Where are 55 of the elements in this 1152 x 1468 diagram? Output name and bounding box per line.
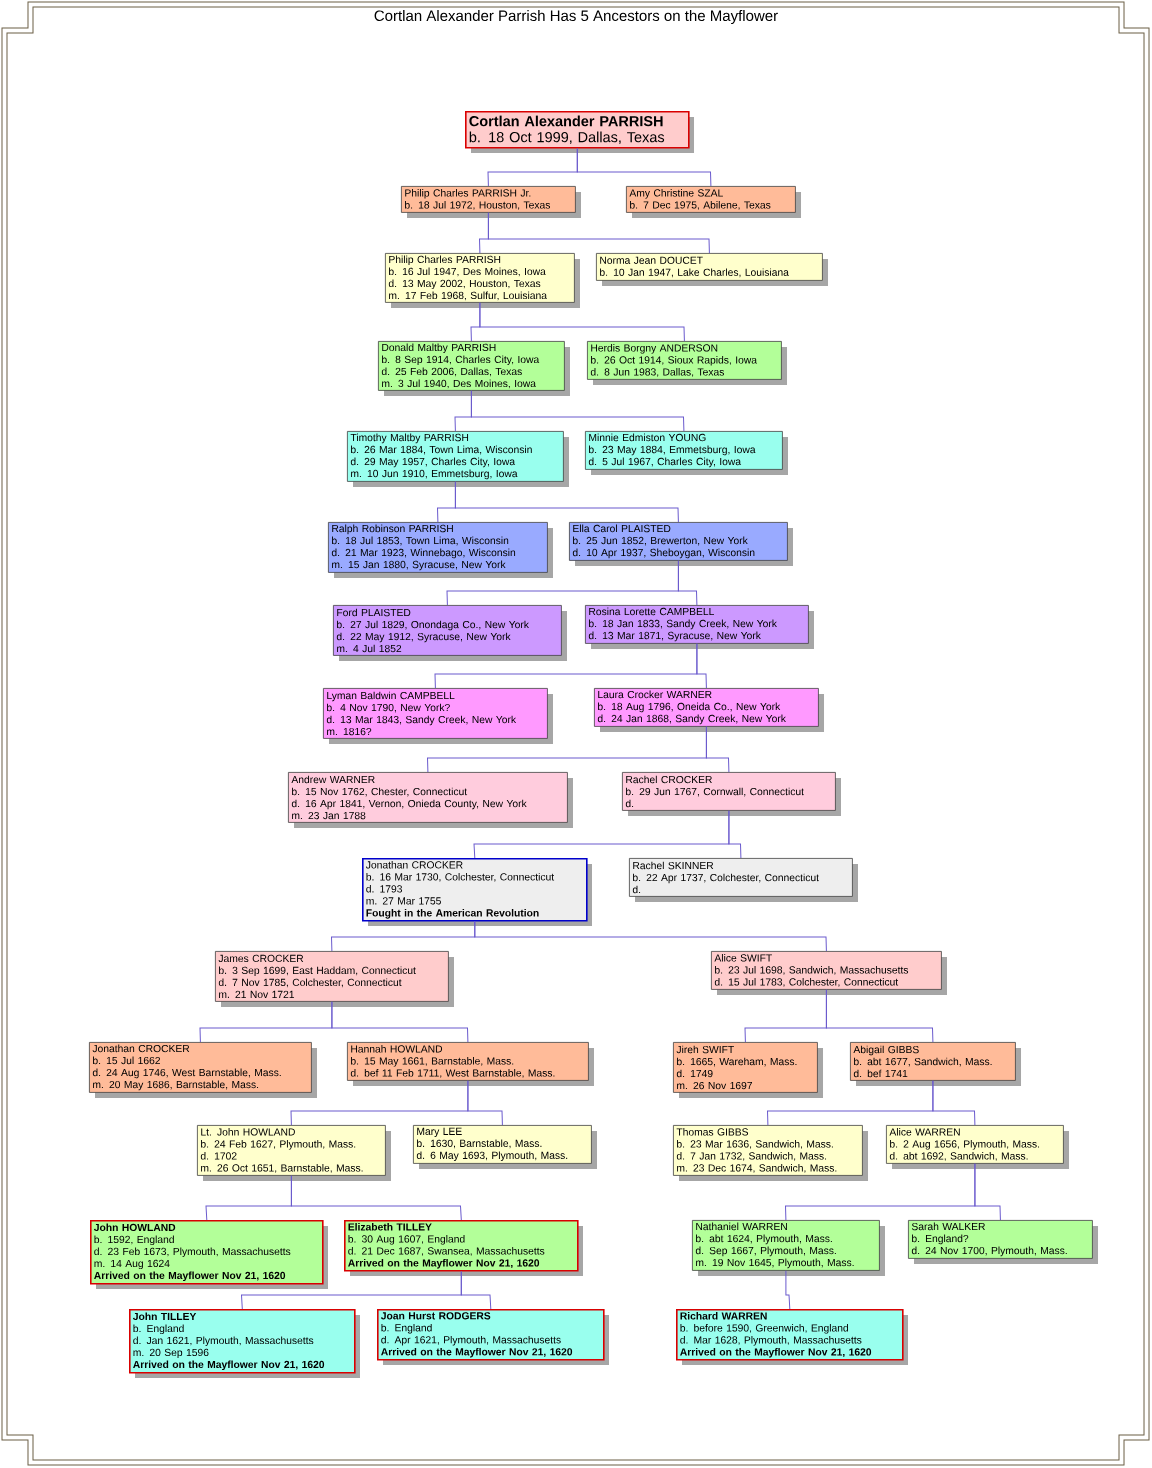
person-box: Jonathan CROCKER b. 15 Jul 1662 d. 24 Aug 1746, West Barnstable, Mass. m. 20 May 1686, Barnstable, Mass. — [89, 1042, 317, 1098]
person-box: Norma Jean DOUCET b. 10 Jan 1947, Lake Charles, Louisiana — [596, 253, 828, 286]
person-box: Ford PLAISTED b. 27 Jul 1829, Onondaga Co., New York d. 22 May 1912, Syracuse, New York m. 4 Jul 1852 — [333, 605, 567, 661]
connector-line — [974, 1163, 1001, 1221]
person-box: John TILLEY b. England d. Jan 1621, Plymouth, Massachusetts m. 20 Sep 1596 Arrived on the Mayflower Nov 21, 1620 — [129, 1309, 360, 1378]
connector-line — [576, 148, 712, 187]
connector-line — [290, 1175, 462, 1221]
person-box: Sarah WALKER b. England? d. 24 Nov 1700, Plymouth, Mass. — [908, 1220, 1098, 1264]
person-box: Timothy Maltby PARRISH b. 26 Mar 1884, Town Lima, Wisconsin d. 29 May 1957, Charles City, Iowa m. 10 Jun 1910, Emmetsburg, Iowa — [347, 431, 569, 487]
person-box: Philip Charles PARRISH b. 16 Jul 1947, Des Moines, Iowa d. 13 May 2002, Houston, Texas m. 17 Feb 1968, Sulfur, Louisiana — [385, 253, 580, 308]
connector-line — [487, 212, 710, 254]
person-box: Elizabeth TILLEY b. 30 Aug 1607, England d. 21 Dec 1687, Swansea, Massachusetts Arrived on the Mayflower Nov 21, 1620 — [344, 1220, 583, 1276]
person-box: Thomas GIBBS b. 23 Mar 1636, Sandwich, Mass. d. 7 Jan 1732, Sandwich, Mass. m. 23 Dec 1674, Sandwich, Mass. — [673, 1125, 868, 1181]
person-box: Philip Charles PARRISH Jr. b. 18 Jul 1972, Houston, Texas — [401, 186, 581, 218]
person-box: John HOWLAND b. 1592, England d. 23 Feb 1673, Plymouth, Massachusetts m. 14 Aug 1624 Arrived on the Mayflower Nov 21, 1620 — [90, 1220, 328, 1289]
person-box: Andrew WARNER b. 15 Nov 1762, Chester, Connecticut d. 16 Apr 1841, Vernon, Onieda County, New York m. 23 Jan 1788 — [288, 772, 573, 828]
person-box: Donald Maltby PARRISH b. 8 Sep 1914, Charles City, Iowa d. 25 Feb 2006, Dallas, Texas m. 3 Jul 1940, Des Moines, Iowa — [378, 341, 570, 396]
person-box: Lyman Baldwin CAMPBELL b. 4 Nov 1790, New York? d. 13 Mar 1843, Sandy Creek, New York m. 1816? — [323, 688, 553, 744]
person-box: Laura Crocker WARNER b. 18 Aug 1796, Oneida Co., New York d. 24 Jan 1868, Sandy Creek, New York — [594, 688, 824, 732]
connector-line — [825, 989, 934, 1043]
person-box: Minnie Edmiston YOUNG b. 23 May 1884, Emmetsburg, Iowa d. 5 Jul 1967, Charles City, Iowa — [585, 431, 788, 475]
person-box: Rachel SKINNER b. 22 Apr 1737, Colchester, Connecticut d. — [629, 858, 858, 902]
person-box: Lt. John HOWLAND b. 24 Feb 1627, Plymouth, Mass. d. 1702 m. 26 Oct 1651, Barnstable, Mass. — [197, 1125, 391, 1181]
person-box: Rachel CROCKER b. 29 Jun 1767, Cornwall, Connecticut d. — [622, 772, 841, 816]
person-box: Cortlan Alexander PARRISH b. 18 Oct 1999, Dallas, Texas — [465, 111, 694, 153]
connector-line — [785, 1270, 791, 1310]
person-box: Jonathan CROCKER b. 16 Mar 1730, Colchester, Connecticut d. 1793 m. 27 Mar 1755 Fought in the American Revolution — [362, 858, 592, 926]
connector-line — [728, 810, 742, 859]
person-box: Richard WARREN b. before 1590, Greenwich, England d. Mar 1628, Plymouth, Massachusetts Arrived on the Mayflower Nov 21, 1620 — [676, 1309, 908, 1365]
person-box: Alice SWIFT b. 23 Jul 1698, Sandwich, Massachusetts d. 15 Jul 1783, Colchester, Connecticut — [711, 951, 947, 995]
connector-line — [470, 390, 685, 432]
connector-line — [467, 1080, 503, 1126]
person-box: James CROCKER b. 3 Sep 1699, East Haddam, Connecticut d. 7 Nov 1785, Colchester, Connecticut m. 21 Nov 1721 — [215, 951, 454, 1007]
connector-line — [454, 481, 679, 523]
connector-line — [479, 302, 685, 342]
person-box: Jireh SWIFT b. 1665, Wareham, Mass. d. 1749 m. 26 Nov 1697 — [673, 1042, 823, 1098]
person-box: Nathaniel WARREN b. abt 1624, Plymouth, Mass. d. Sep 1667, Plymouth, Mass. m. 19 Nov 1645, Plymouth, Mass. — [692, 1220, 885, 1276]
person-box: Hannah HOWLAND b. 15 May 1661, Barnstable, Mass. d. bef 11 Feb 1711, West Barnstable, Mass. — [347, 1042, 594, 1086]
connector-line — [677, 560, 698, 606]
person-box: Ralph Robinson PARRISH b. 18 Jul 1853, Town Lima, Wisconsin d. 21 Mar 1923, Winnebago, Wisconsin m. 15 Jan 1880, Syracuse, New York — [328, 522, 553, 578]
person-box: Herdis Borgny ANDERSON b. 26 Oct 1914, Sioux Rapids, Iowa d. 8 Jun 1983, Dallas, Texas — [587, 341, 787, 385]
person-box: Mary LEE b. 1630, Barnstable, Mass. d. 6 May 1693, Plymouth, Mass. — [413, 1125, 597, 1169]
person-box: Rosina Lorette CAMPBELL b. 18 Jan 1833, Sandy Creek, New York d. 13 Mar 1871, Syracuse, New York — [585, 605, 814, 649]
connector-line — [705, 726, 730, 773]
person-box: Alice WARREN b. 2 Aug 1656, Plymouth, Mass. d. abt 1692, Sandwich, Mass. — [886, 1125, 1069, 1169]
page-title: Cortlan Alexander Parrish Has 5 Ancestors on the Mayflower — [374, 10, 778, 24]
connector-line — [460, 1271, 492, 1310]
person-box: Ella Carol PLAISTED b. 25 Jun 1852, Brewerton, New York d. 10 Apr 1937, Sheboygan, Wisconsin — [569, 522, 793, 566]
connector-line — [932, 1080, 976, 1126]
person-box: Amy Christine SZAL b. 7 Dec 1975, Abilene, Texas — [626, 186, 801, 218]
person-box: Joan Hurst RODGERS b. England d. Apr 1621, Plymouth, Massachusetts Arrived on the Mayflower Nov 21, 1620 — [377, 1309, 609, 1365]
person-box: Abigail GIBBS b. abt 1677, Sandwich, Mass. d. bef 1741 — [850, 1042, 1021, 1086]
connector-line — [474, 921, 827, 952]
connector-line — [331, 1001, 469, 1043]
connector-line — [696, 643, 707, 689]
